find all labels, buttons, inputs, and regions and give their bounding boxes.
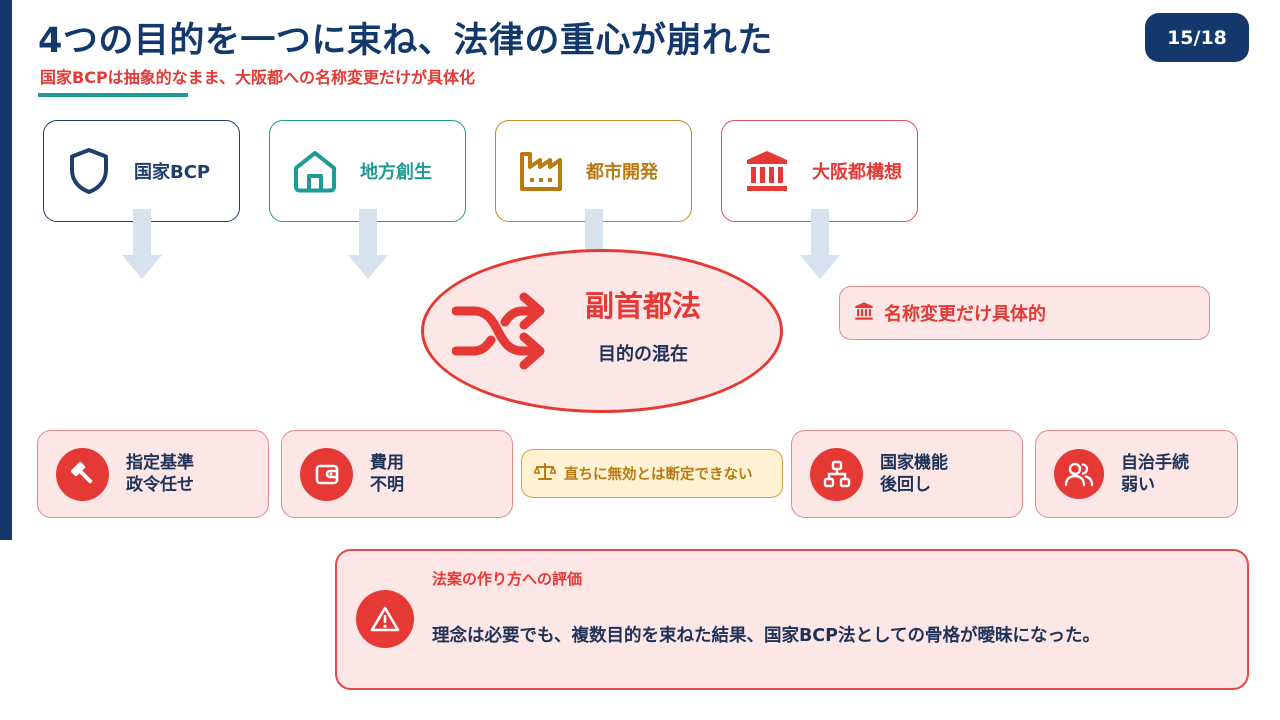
caveat-label: 直ちに無効とは断定できない — [564, 467, 753, 483]
category-label: 大阪都構想 — [812, 162, 902, 183]
category-label: 地方創生 — [360, 162, 432, 183]
rename-note: 名称変更だけ具体的 — [839, 286, 1210, 340]
factory-icon — [518, 146, 564, 196]
wallet-icon — [300, 447, 353, 501]
title-underline — [38, 93, 188, 97]
issue-line1: 自治手続 — [1121, 453, 1189, 473]
issue-cost: 費用 不明 — [281, 430, 513, 518]
category-label: 都市開発 — [586, 162, 658, 183]
shuffle-icon — [451, 289, 546, 377]
page-number-badge: 15/18 — [1145, 13, 1249, 62]
left-accent-bar — [0, 0, 12, 540]
down-arrow — [348, 209, 388, 279]
issue-line2: 弱い — [1121, 475, 1155, 495]
page-title: 4つの目的を一つに束ね、法律の重心が崩れた — [38, 21, 773, 61]
issue-line1: 国家機能 — [880, 453, 948, 473]
issue-line1: 指定基準 — [126, 453, 194, 473]
center-subtitle: 目的の混在 — [598, 344, 688, 365]
category-osaka-metropolis: 大阪都構想 — [721, 120, 918, 222]
evaluation-heading: 法案の作り方への評価 — [432, 570, 583, 588]
shield-icon — [66, 146, 112, 196]
warning-icon — [356, 590, 414, 648]
issue-line2: 政令任せ — [126, 475, 194, 495]
evaluation-body: 理念は必要でも、複数目的を束ねた結果、国家BCP法としての骨格が曖昧になった。 — [432, 626, 1100, 646]
category-label: 国家BCP — [134, 162, 211, 183]
scale-icon — [533, 462, 557, 486]
down-arrow — [800, 209, 840, 279]
issue-designation-criteria: 指定基準 政令任せ — [37, 430, 269, 518]
evaluation-panel: 法案の作り方への評価 理念は必要でも、複数目的を束ねた結果、国家BCP法としての… — [335, 549, 1249, 690]
home-icon — [292, 146, 338, 196]
down-arrow — [122, 209, 162, 279]
gavel-icon — [56, 447, 109, 501]
issue-line1: 費用 — [370, 453, 404, 473]
landmark-icon — [744, 146, 790, 196]
landmark-icon — [854, 301, 874, 325]
center-title: 副首都法 — [585, 289, 702, 323]
issue-autonomy-procedure: 自治手続 弱い — [1035, 430, 1238, 518]
sitemap-icon — [810, 447, 863, 501]
issue-line2: 不明 — [370, 475, 404, 495]
center-law-ellipse — [421, 249, 783, 413]
category-national-bcp: 国家BCP — [43, 120, 240, 222]
users-icon — [1054, 449, 1104, 499]
caveat-note: 直ちに無効とは断定できない — [521, 449, 783, 498]
issue-line2: 後回し — [880, 475, 931, 495]
rename-note-label: 名称変更だけ具体的 — [884, 304, 1046, 325]
category-urban-development: 都市開発 — [495, 120, 692, 222]
issue-national-function: 国家機能 後回し — [791, 430, 1023, 518]
category-regional-revitalization: 地方創生 — [269, 120, 466, 222]
page-subtitle: 国家BCPは抽象的なまま、大阪都への名称変更だけが具体化 — [40, 68, 476, 87]
